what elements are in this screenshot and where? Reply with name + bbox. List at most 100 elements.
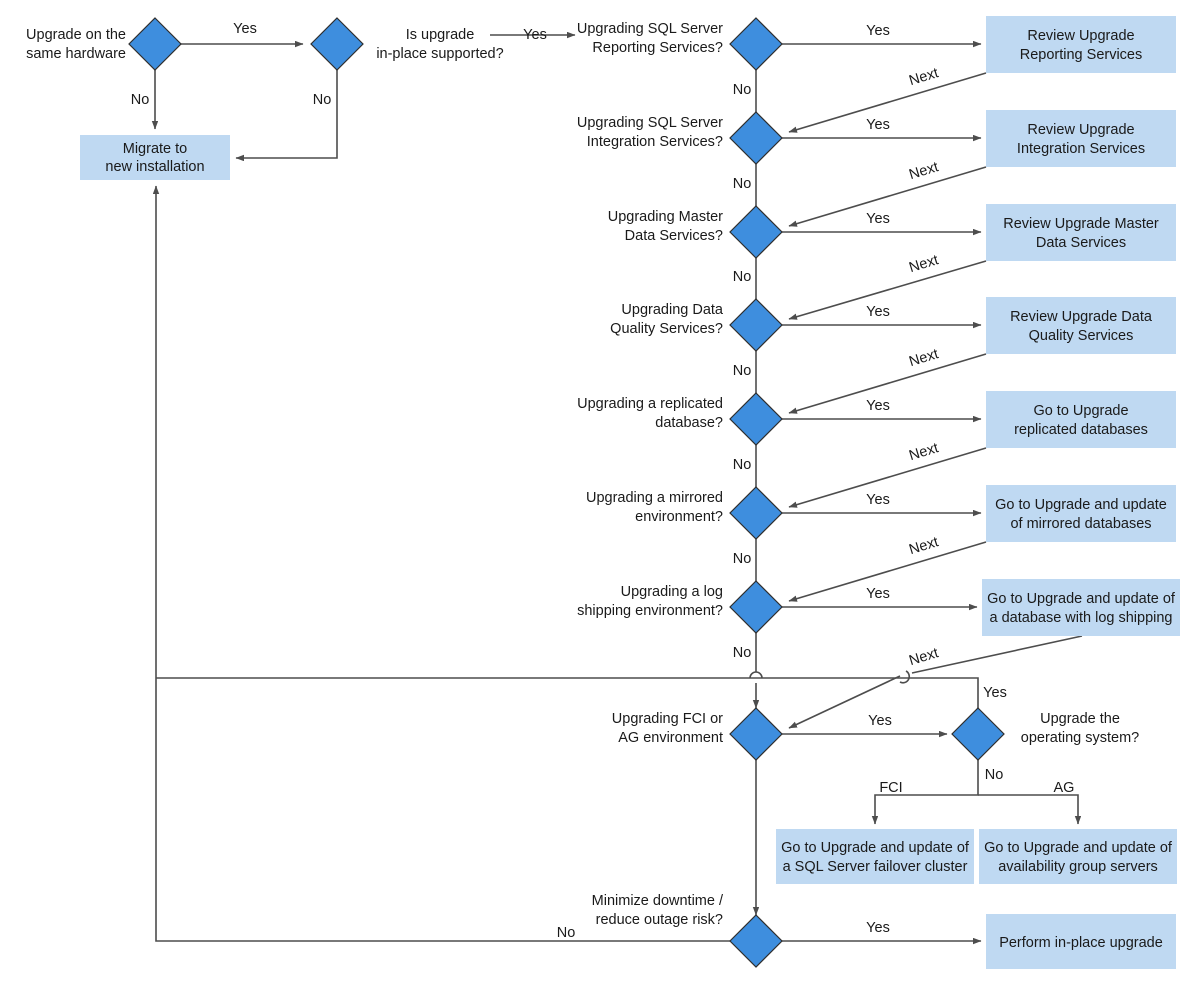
decision-label-line1: Upgrading FCI or — [612, 711, 723, 727]
decision-label-line1: Upgrading Data — [621, 302, 723, 318]
edge-label: Yes — [233, 21, 257, 37]
action-label-line1: Go to Upgrade and update of — [984, 840, 1173, 856]
action-label-line2: Quality Services — [1029, 328, 1134, 344]
action-node[interactable]: Go to Upgrade replicated databases — [986, 391, 1176, 448]
decision-label-line2: same hardware — [26, 46, 126, 62]
edge-label: AG — [1054, 780, 1075, 796]
decision-label-line2: Integration Services? — [587, 134, 723, 150]
decision-label-line1: Upgrading Master — [608, 209, 723, 225]
action-label-line2: a database with log shipping — [990, 610, 1173, 626]
action-label-line1: Migrate to — [123, 141, 187, 157]
edge-label: No — [313, 92, 332, 108]
decision-node[interactable]: Is upgrade in-place supported? — [310, 17, 504, 71]
decision-node[interactable]: Upgrade on the same hardware — [26, 17, 182, 71]
decision-label-line1: Upgrade the — [1040, 711, 1120, 727]
edge-label: Yes — [983, 685, 1007, 701]
decision-node[interactable]: Upgrading a log shipping environment? — [577, 580, 783, 634]
edge-label: Yes — [866, 23, 890, 39]
decision-node[interactable]: Upgrade the operating system? — [951, 707, 1139, 761]
action-label-line1: Go to Upgrade — [1033, 403, 1128, 419]
edge-next-replicated — [788, 447, 987, 508]
decision-node[interactable]: Upgrading FCI or AG environment — [612, 707, 783, 761]
action-label-line2: a SQL Server failover cluster — [783, 859, 968, 875]
action-node[interactable]: Review Upgrade Integration Services — [986, 110, 1176, 167]
decision-node[interactable]: Minimize downtime / reduce outage risk? — [592, 893, 783, 968]
edge-label: Next — [907, 346, 940, 370]
action-node[interactable]: Migrate to new installation — [80, 135, 230, 180]
edge-label: No — [131, 92, 150, 108]
decision-label-line1: Upgrade on the — [26, 27, 126, 43]
edge-label: Next — [907, 534, 940, 558]
action-label-line1: Go to Upgrade and update of — [781, 840, 970, 856]
decision-node[interactable]: Upgrading SQL Server Reporting Services? — [577, 17, 783, 71]
action-label-line2: replicated databases — [1014, 422, 1148, 438]
decision-label-line1: Upgrading SQL Server — [577, 115, 723, 131]
decision-label-line2: shipping environment? — [577, 603, 723, 619]
edge-label: No — [733, 363, 752, 379]
edge-label: Yes — [866, 920, 890, 936]
action-label-line1: Review Upgrade — [1027, 28, 1134, 44]
action-label-line1: Review Upgrade Data — [1010, 309, 1153, 325]
edge-next-master-data — [788, 260, 987, 320]
edge-label: No — [733, 82, 752, 98]
decision-label-line2: in-place supported? — [376, 46, 503, 62]
action-node[interactable]: Go to Upgrade and update of a SQL Server… — [776, 829, 974, 884]
edge-os-no-split — [871, 760, 1082, 825]
action-node[interactable]: Review Upgrade Reporting Services — [986, 16, 1176, 73]
edge-label: FCI — [879, 780, 902, 796]
action-node[interactable]: Go to Upgrade and update of a database w… — [982, 579, 1180, 636]
edge-label: Next — [907, 440, 940, 464]
edge-next-mirrored — [788, 541, 987, 602]
decision-label-line1: Upgrading a replicated — [577, 396, 723, 412]
decision-node[interactable]: Upgrading a replicated database? — [577, 392, 783, 446]
edge-label: Yes — [866, 117, 890, 133]
edge-label: No — [733, 269, 752, 285]
action-node[interactable]: Go to Upgrade and update of mirrored dat… — [986, 485, 1176, 542]
edge-label: Next — [907, 252, 940, 276]
decision-label-line1: Upgrading a mirrored — [586, 490, 723, 506]
action-label-line1: Go to Upgrade and update — [995, 497, 1167, 513]
edge-label: Next — [907, 65, 940, 89]
action-node[interactable]: Perform in-place upgrade — [986, 914, 1176, 969]
decision-label-line2: Reporting Services? — [592, 40, 723, 56]
edge-next-log-shipping — [789, 635, 1083, 728]
edge-label: No — [557, 925, 576, 941]
action-node[interactable]: Review Upgrade Data Quality Services — [986, 297, 1176, 354]
edge-label: Yes — [523, 27, 547, 43]
edge-label: Yes — [866, 211, 890, 227]
decision-label-line2: reduce outage risk? — [596, 912, 723, 928]
decision-label-line2: environment? — [635, 509, 723, 525]
action-label-line1: Review Upgrade — [1027, 122, 1134, 138]
action-label-line2: Reporting Services — [1020, 47, 1143, 63]
action-node[interactable]: Review Upgrade Master Data Services — [986, 204, 1176, 261]
edge-label: Next — [907, 645, 940, 669]
edge-label: Yes — [866, 492, 890, 508]
edge-label: No — [733, 457, 752, 473]
edge-label: No — [733, 551, 752, 567]
decision-node[interactable]: Upgrading a mirrored environment? — [586, 486, 783, 540]
action-label-line2: availability group servers — [998, 859, 1158, 875]
edge-minimize-no-loop — [152, 185, 730, 942]
edge-chain-no-log-shipping — [750, 633, 762, 708]
decision-label-line2: database? — [655, 415, 723, 431]
decision-label-line2: AG environment — [618, 730, 723, 746]
action-node[interactable]: Go to Upgrade and update of availability… — [979, 829, 1177, 884]
edge-label: No — [733, 176, 752, 192]
edge-next-reporting — [788, 72, 987, 133]
edge-label: No — [733, 645, 752, 661]
decision-node[interactable]: Upgrading Master Data Services? — [608, 205, 783, 259]
edge-label: No — [985, 767, 1004, 783]
edge-next-data-quality — [788, 353, 987, 414]
edge-label: Yes — [866, 398, 890, 414]
edge-os-yes-up — [156, 677, 979, 708]
decision-node[interactable]: Upgrading Data Quality Services? — [610, 298, 783, 352]
action-label-line2: new installation — [105, 159, 204, 175]
decision-label-line1: Upgrading a log — [621, 584, 723, 600]
decision-label-line2: operating system? — [1021, 730, 1139, 746]
decision-label-line1: Is upgrade — [406, 27, 475, 43]
edge-label: Next — [907, 159, 940, 183]
edge-label: Yes — [866, 304, 890, 320]
action-label-line1: Go to Upgrade and update of — [987, 591, 1176, 607]
decision-node[interactable]: Upgrading SQL Server Integration Service… — [577, 111, 783, 165]
